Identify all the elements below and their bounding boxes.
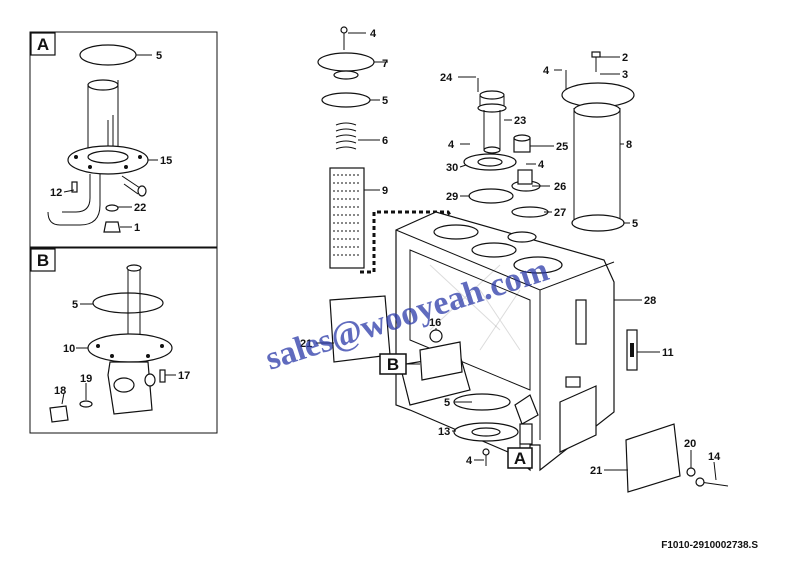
callout: 4 (538, 159, 545, 171)
gasket-a (79, 44, 137, 66)
callout: 24 (440, 72, 453, 84)
callout: 5 (382, 95, 388, 107)
callout: 5 (72, 299, 78, 311)
callout: 22 (134, 202, 146, 214)
callout: 5 (156, 50, 162, 62)
inset-b: B 5 10 18 19 17 (29, 247, 218, 434)
figure-code: F1010-2910002738.S (661, 540, 758, 551)
callout: 23 (514, 115, 526, 127)
callout: 29 (446, 191, 458, 203)
callout: 25 (556, 141, 568, 153)
callout: 1 (134, 222, 140, 234)
callout: 26 (554, 181, 566, 193)
callout: 4 (448, 139, 455, 151)
callout: 6 (382, 135, 388, 147)
callout: 18 (54, 385, 66, 397)
callout: 3 (622, 69, 628, 81)
callout: 16 (429, 317, 441, 329)
callout: 21 (300, 338, 312, 350)
callout: 30 (446, 162, 458, 174)
main-assembly: B A 4 7 5 (300, 26, 729, 493)
gasket-top-left (321, 92, 371, 108)
callout: 4 (370, 28, 377, 40)
callout: 13 (438, 426, 450, 438)
callout: 5 (444, 397, 450, 409)
callout: 2 (622, 52, 628, 64)
callout: 5 (632, 218, 638, 230)
callout: 11 (662, 347, 674, 359)
strainer-filter (329, 167, 365, 269)
callout: 19 (80, 373, 92, 385)
inset-a-label: A (37, 35, 49, 54)
flange-b (87, 333, 173, 363)
callout: 4 (543, 65, 550, 77)
callout: 8 (626, 139, 632, 151)
callout: 4 (466, 455, 473, 467)
callout: 17 (178, 370, 190, 382)
callout: 20 (684, 438, 696, 450)
callout: 27 (554, 207, 566, 219)
gasket-right (571, 214, 625, 232)
cover-plate (317, 52, 375, 72)
callout: 7 (382, 58, 388, 70)
callout: 15 (160, 155, 172, 167)
marker-b: B (387, 355, 399, 374)
cover-plate-right (625, 423, 681, 493)
callout: 28 (644, 295, 656, 307)
marker-a: A (514, 449, 526, 468)
callout: 12 (50, 187, 62, 199)
inset-b-label: B (37, 251, 49, 270)
callout: 21 (590, 465, 602, 477)
callout: 14 (708, 451, 721, 463)
callout: 9 (382, 185, 388, 197)
callout: 10 (63, 343, 75, 355)
inset-a: A 5 15 12 22 1 (29, 31, 218, 248)
